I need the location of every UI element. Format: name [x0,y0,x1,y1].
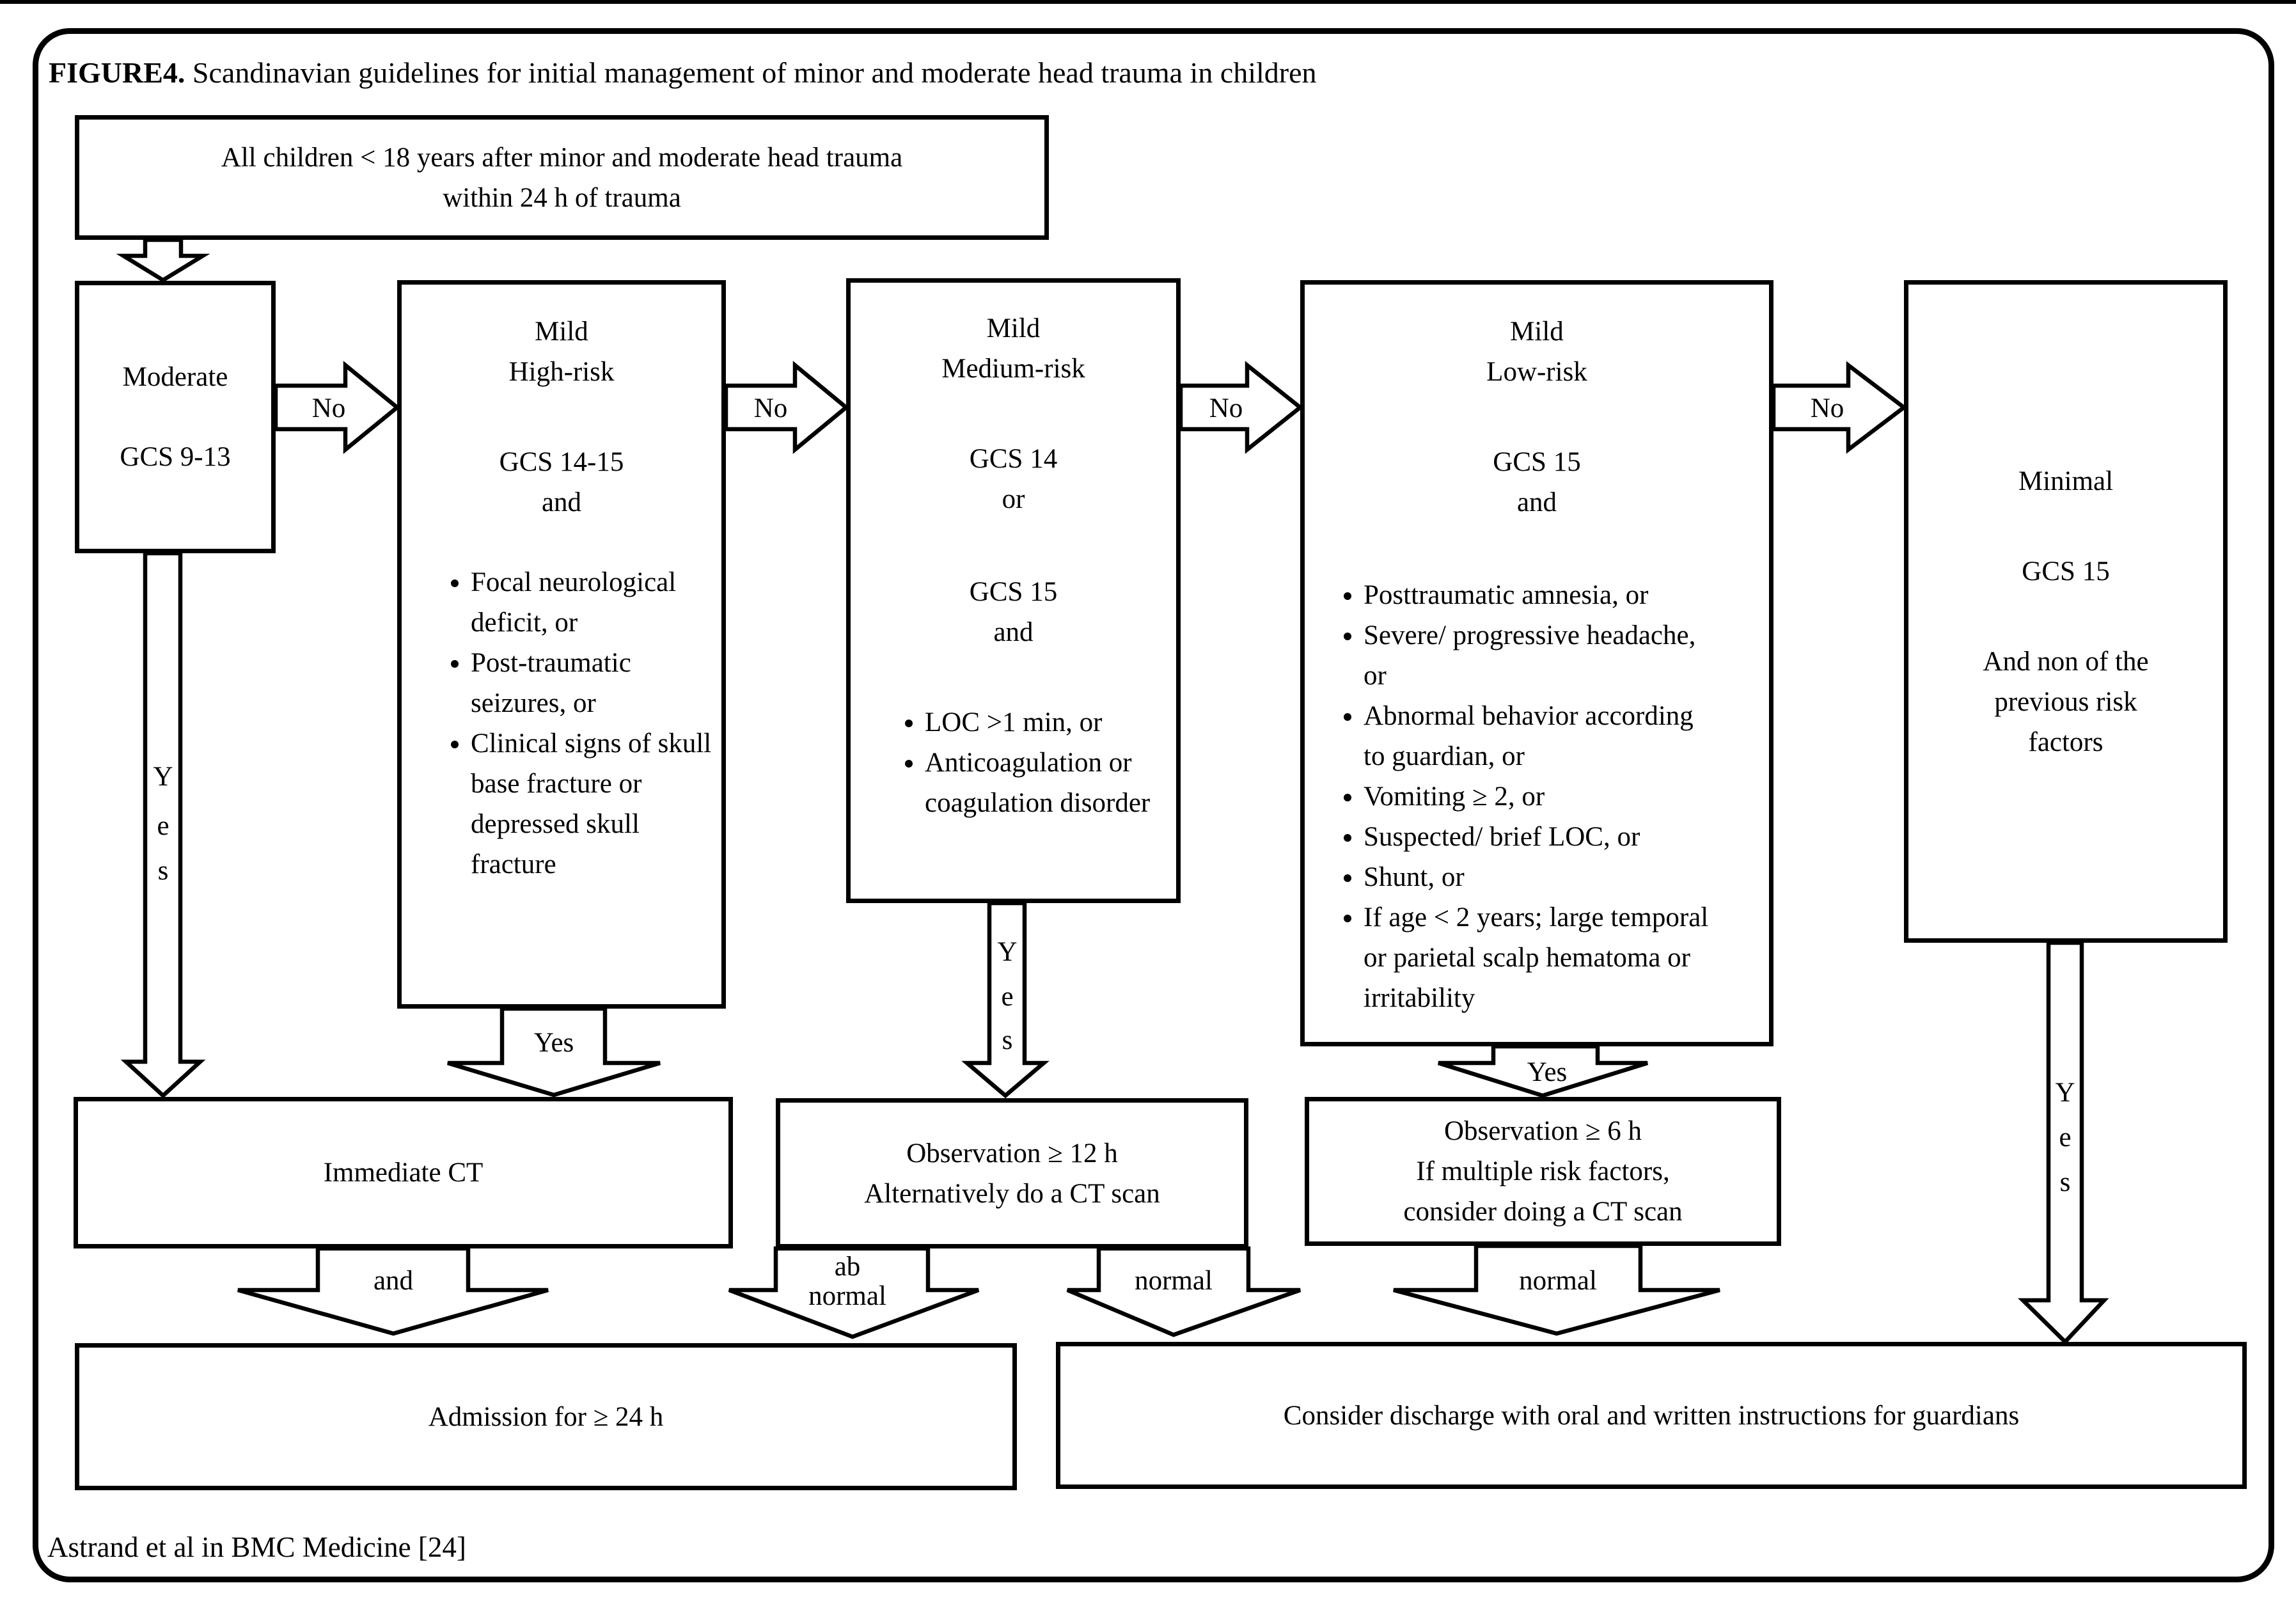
list-item: Anticoagulation or coagulation disorder [925,743,1159,823]
label-yes-medium-y: Y [997,937,1017,967]
figure-title-text: Scandinavian guidelines for initial mana… [185,56,1317,89]
high-risk-title-1: Mild [535,317,588,347]
minimal-note-line-3: factors [2028,727,2103,757]
arrow-normal-obs12-to-discharge [1066,1246,1301,1337]
label-yes-minimal-e: e [2059,1122,2071,1153]
minimal-note: And non of the previous risk factors [1983,642,2148,762]
immediate-ct-label: Immediate CT [323,1158,484,1188]
source-citation: Astrand et al in BMC Medicine [24] [47,1531,466,1563]
entry-line-2: within 24 h of trauma [443,182,681,213]
node-immediate-ct: Immediate CT [74,1097,733,1248]
label-yes-medium-s: s [1002,1025,1013,1055]
label-yes-minimal-s: s [2060,1167,2071,1197]
medium-risk-title-1: Mild [986,313,1041,343]
minimal-note-line-2: previous risk [1994,686,2137,717]
minimal-gcs: GCS 15 [2022,556,2110,587]
arrow-yes-low-to-obs6 [1438,1044,1648,1098]
node-mild-high-risk: Mild High-risk GCS 14-15 and Focal neuro… [397,280,726,1009]
label-no-4: No [1811,393,1844,423]
label-yes-high: Yes [534,1028,574,1058]
arrow-no-moderate-to-high [273,361,401,454]
list-item: LOC >1 min, or [925,702,1159,743]
moderate-title: Moderate [122,362,228,392]
list-item: Abnormal behavior according to guardian,… [1364,696,1713,776]
arrow-and-ct-to-admission [237,1246,549,1336]
medium-risk-gcs-2: GCS 15 [969,577,1058,607]
label-yes-moderate-y: Y [153,762,173,792]
moderate-gcs: GCS 9-13 [120,442,231,472]
medium-risk-title-2: Medium-risk [941,354,1085,384]
list-item: If age < 2 years; large temporal or pari… [1364,897,1713,1018]
node-mild-medium-risk: Mild Medium-risk GCS 14 or GCS 15 and LO… [846,278,1181,903]
arrow-no-low-to-minimal [1771,361,1908,454]
arrow-no-medium-to-low [1178,361,1304,454]
arrow-yes-medium-to-obs12 [961,901,1050,1099]
minimal-title: Minimal [2018,466,2114,496]
node-entry-all-children: All children < 18 years after minor and … [75,115,1049,240]
label-normal-obs12: normal [1135,1266,1213,1296]
figure-title-number: FIGURE4. [49,56,185,89]
figure-border [33,28,2274,1582]
list-item: Severe/ progressive headache, or [1364,615,1713,696]
discharge-label: Consider discharge with oral and written… [1283,1400,2020,1431]
low-risk-title-2: Low-risk [1486,357,1587,387]
observation-12h-line-1: Observation ≥ 12 h [906,1138,1118,1169]
low-risk-title-1: Mild [1510,317,1564,347]
label-abnormal-line1: ab [835,1252,861,1282]
label-and: and [373,1266,413,1296]
figure-title: FIGURE4. Scandinavian guidelines for ini… [49,55,1317,90]
high-risk-conjunction: and [541,487,582,517]
admission-label: Admission for ≥ 24 h [428,1401,664,1432]
list-item: Shunt, or [1364,857,1713,897]
node-mild-low-risk: Mild Low-risk GCS 15 and Posttraumatic a… [1300,280,1773,1046]
observation-6h-line-2: If multiple risk factors, [1416,1156,1670,1186]
list-item: Clinical signs of skull base fracture or… [471,723,727,885]
list-item: Vomiting ≥ 2, or [1364,776,1713,817]
label-yes-minimal-y: Y [2055,1078,2075,1108]
node-observation-6h: Observation ≥ 6 h If multiple risk facto… [1305,1097,1781,1246]
medium-risk-gcs-1: GCS 14 [969,444,1058,474]
entry-line-1: All children < 18 years after minor and … [221,142,903,173]
label-yes-moderate-e: e [157,811,169,841]
medium-risk-criteria-list: LOC >1 min, or Anticoagulation or coagul… [902,702,1159,823]
high-risk-title-2: High-risk [508,357,615,387]
label-no-3: No [1209,393,1243,423]
arrow-yes-moderate-to-ct [120,551,206,1099]
list-item: Suspected/ brief LOC, or [1364,817,1713,857]
arrow-no-high-to-medium [723,361,850,454]
label-yes-moderate-s: s [158,856,169,886]
low-risk-gcs: GCS 15 [1493,447,1581,477]
observation-6h-line-3: consider doing a CT scan [1403,1197,1683,1227]
node-minimal: Minimal GCS 15 And non of the previous r… [1904,280,2228,943]
node-admission: Admission for ≥ 24 h [75,1343,1017,1490]
arrow-yes-high-to-ct [447,1006,661,1098]
label-yes-medium-e: e [1001,982,1013,1012]
label-abnormal-line2: normal [808,1281,886,1311]
medium-risk-conjunction-2: and [993,617,1034,647]
arrow-yes-minimal-to-discharge [2018,940,2109,1345]
label-yes-low: Yes [1527,1057,1568,1087]
high-risk-gcs: GCS 14-15 [499,447,624,477]
label-no-2: No [754,393,788,423]
arrow-normal-obs6-to-discharge [1393,1243,1720,1336]
low-risk-conjunction: and [1516,487,1557,517]
arrow-abnormal-obs12-to-admission [728,1246,980,1339]
node-moderate: Moderate GCS 9-13 [75,281,276,553]
node-discharge: Consider discharge with oral and written… [1056,1342,2247,1489]
label-no-1: No [312,393,346,423]
minimal-note-line-1: And non of the [1983,646,2149,677]
low-risk-criteria-list: Posttraumatic amnesia, or Severe/ progre… [1341,575,1713,1018]
observation-6h-line-1: Observation ≥ 6 h [1443,1116,1642,1146]
arrow-entry-to-moderate [116,237,210,283]
list-item: Posttraumatic amnesia, or [1364,575,1713,615]
list-item: Post-traumatic seizures, or [471,643,727,723]
medium-risk-conjunction-1: or [1002,484,1025,514]
label-normal-obs6: normal [1519,1266,1597,1296]
top-edge-strip [0,0,2296,4]
list-item: Focal neurological deficit, or [471,562,727,643]
high-risk-criteria-list: Focal neurological deficit, or Post-trau… [448,562,727,885]
node-observation-12h: Observation ≥ 12 h Alternatively do a CT… [776,1098,1248,1248]
observation-12h-line-2: Alternatively do a CT scan [864,1178,1160,1209]
